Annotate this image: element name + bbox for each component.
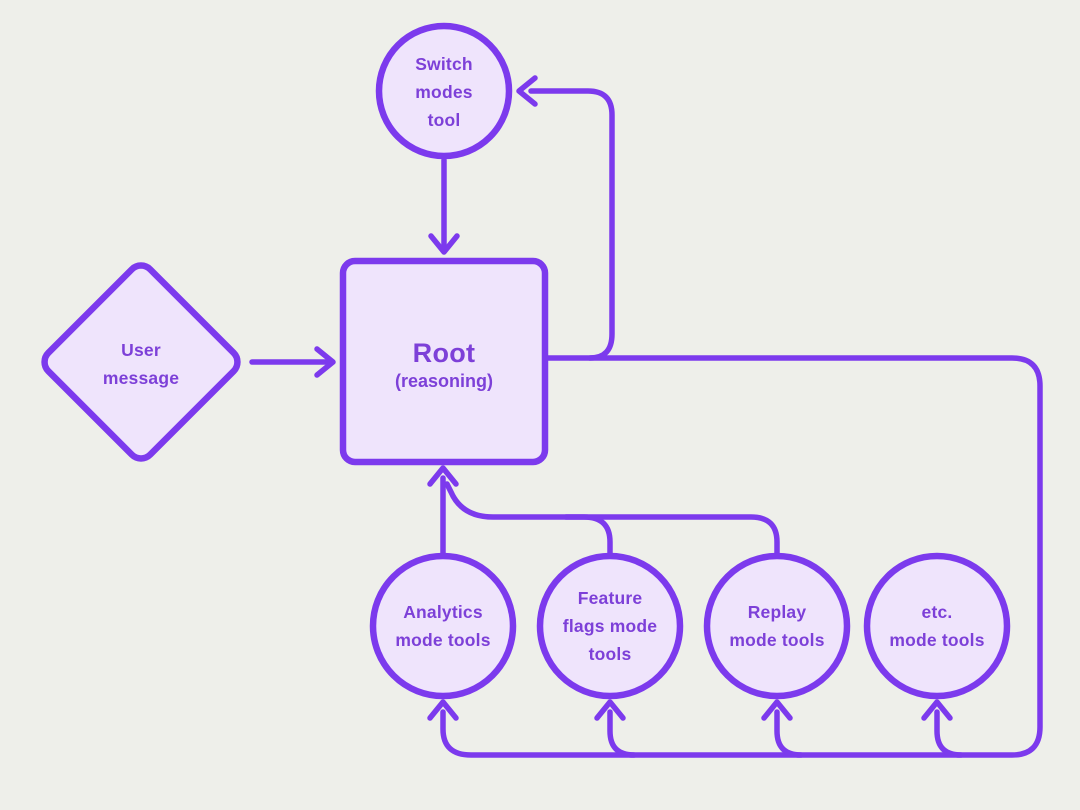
root-label: Root (reasoning) — [349, 338, 539, 394]
edge-loop-to-replay — [761, 699, 804, 758]
arrowhead-up-icon — [427, 465, 459, 487]
arrowhead-right-icon — [314, 346, 336, 378]
edge-loop-to-etc — [921, 699, 964, 758]
user-message-label: User message — [102, 340, 180, 388]
edge-loop-to-feature-flags — [594, 699, 637, 758]
node-root — [339, 257, 549, 466]
replay-mode-tools-label: Replay mode tools — [729, 602, 825, 650]
node-switch-modes-tool — [375, 22, 513, 160]
edge-root-to-mode-tools-loop — [427, 355, 1043, 758]
switch-modes-tool-label: Switch modes tool — [415, 54, 473, 130]
edge-analytics-to-root — [427, 465, 459, 557]
analytics-mode-tools-label: Analytics mode tools — [395, 602, 491, 650]
node-analytics-mode-tools — [369, 552, 517, 700]
edge-user-message-to-root — [249, 346, 336, 378]
feature-flags-mode-tools-label: Feature flags mode tools — [562, 588, 658, 664]
edge-replay-to-root — [444, 481, 780, 557]
arrowhead-left-icon — [516, 75, 538, 107]
node-user-message — [41, 262, 241, 462]
edge-feature-flags-to-root — [563, 514, 613, 557]
root-subtitle: (reasoning) — [394, 370, 493, 391]
arrowhead-up-icon — [594, 699, 626, 721]
arrowhead-up-icon — [761, 699, 793, 721]
node-replay-mode-tools — [703, 552, 851, 700]
edge-switch-tool-to-root — [428, 157, 460, 255]
node-feature-flags-mode-tools — [536, 552, 684, 700]
node-etc-mode-tools — [863, 552, 1011, 700]
arrowhead-up-icon — [921, 699, 953, 721]
root-title: Root — [412, 337, 476, 368]
arrowhead-down-icon — [428, 233, 460, 255]
etc-mode-tools-label: etc. mode tools — [889, 602, 985, 650]
arrowhead-up-icon — [427, 699, 459, 721]
